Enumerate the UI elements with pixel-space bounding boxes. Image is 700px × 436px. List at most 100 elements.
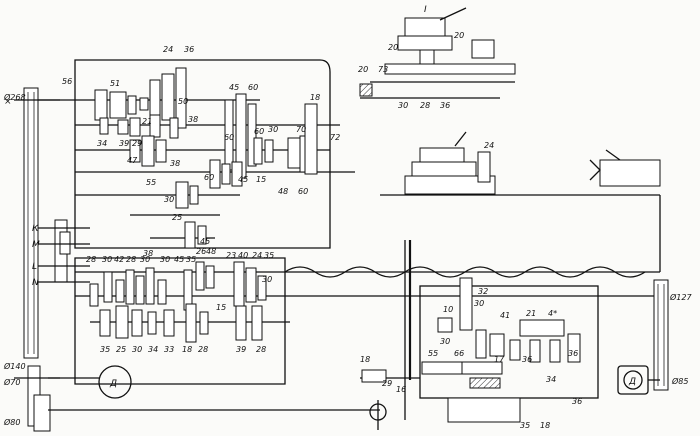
svg-text:25: 25 [172,213,182,222]
gearbox-housing [74,257,286,385]
svg-text:24: 24 [252,251,262,260]
svg-text:72: 72 [330,133,340,142]
svg-text:32: 32 [478,287,488,296]
svg-text:48: 48 [278,187,288,196]
svg-text:4*: 4* [548,309,557,318]
svg-text:56: 56 [62,77,72,86]
svg-text:20: 20 [454,31,464,40]
svg-text:17: 17 [494,355,505,364]
svg-text:45: 45 [200,237,210,246]
svg-text:47: 47 [127,156,138,165]
svg-text:Ø70: Ø70 [3,377,20,387]
svg-text:30: 30 [398,101,408,110]
svg-text:20: 20 [388,43,398,52]
svg-text:41: 41 [500,311,510,320]
svg-text:34: 34 [148,345,158,354]
svg-text:18: 18 [182,345,192,354]
svg-text:39: 39 [236,345,246,354]
svg-text:15: 15 [216,303,226,312]
svg-text:Ø268: Ø268 [3,92,26,102]
svg-text:21: 21 [142,117,152,126]
svg-text:60: 60 [298,187,308,196]
svg-text:38: 38 [170,159,180,168]
left-belt-drive: × [4,87,60,432]
svg-text:29: 29 [132,139,142,148]
svg-text:38: 38 [188,115,198,124]
svg-text:60: 60 [254,127,264,136]
svg-text:50: 50 [178,97,188,106]
svg-text:20: 20 [358,65,368,74]
main-motor: Д Ø140 Ø70 Ø80 [3,361,380,427]
svg-text:35: 35 [100,345,110,354]
svg-text:60: 60 [224,133,234,142]
gearbox-gears [89,261,267,343]
svg-text:Ø140: Ø140 [3,361,26,371]
svg-text:21: 21 [526,309,536,318]
svg-text:34: 34 [546,375,556,384]
svg-text:15: 15 [256,175,266,184]
svg-text:45: 45 [174,255,184,264]
svg-text:18: 18 [360,355,370,364]
pump-pulley [33,394,51,432]
svg-text:35: 35 [264,251,274,260]
svg-text:Ø127: Ø127 [669,292,692,302]
svg-text:24: 24 [484,141,494,150]
svg-text:30: 30 [140,255,150,264]
svg-text:30: 30 [268,125,278,134]
svg-text:Ø85: Ø85 [671,376,688,386]
svg-text:18: 18 [310,93,320,102]
svg-text:55: 55 [146,178,156,187]
svg-text:30: 30 [262,275,272,284]
tool-post-and-tailstock: 24 [380,131,661,272]
svg-text:16: 16 [396,385,406,394]
apron: 30 32 10 30 41 21 4* 55 66 17 36 34 36 3… [360,240,599,430]
svg-text:30: 30 [440,337,450,346]
svg-text:39: 39 [119,139,129,148]
headstock-gears [94,67,318,249]
svg-text:36: 36 [568,349,578,358]
svg-text:I: I [424,5,427,15]
svg-text:35: 35 [186,255,196,264]
lead-screw [284,266,646,278]
svg-text:N: N [32,278,39,288]
svg-text:51: 51 [110,79,120,88]
carriage-top: I 20 20 20 73 30 28 36 [358,5,516,110]
svg-text:35: 35 [520,421,530,430]
svg-text:33: 33 [164,345,174,354]
svg-text:48: 48 [206,247,216,256]
svg-text:30: 30 [164,195,174,204]
svg-text:L: L [32,262,37,272]
svg-text:60: 60 [204,173,214,182]
gearbox-labels: 28 30 42 28 30 38 30 45 35 26 48 23 40 2… [86,247,274,354]
svg-text:36: 36 [184,45,194,54]
selector-block: К М L N [32,219,90,288]
svg-text:38: 38 [143,249,153,258]
svg-text:26: 26 [196,247,206,256]
svg-text:55: 55 [428,349,438,358]
right-belt-drive: Ø127 Ø85 Д [617,279,692,395]
svg-text:28: 28 [198,345,208,354]
svg-text:40: 40 [238,251,248,260]
svg-text:×: × [4,97,12,107]
headstock-housing [74,59,331,249]
svg-text:18: 18 [540,421,550,430]
svg-text:23: 23 [226,251,236,260]
svg-text:28: 28 [420,101,430,110]
svg-text:30: 30 [102,255,112,264]
svg-text:28: 28 [86,255,96,264]
svg-text:К: К [32,224,39,234]
svg-text:Д: Д [109,379,117,389]
svg-text:10: 10 [443,305,453,314]
svg-text:66: 66 [454,349,464,358]
svg-text:34: 34 [97,139,107,148]
svg-text:45: 45 [238,175,248,184]
svg-text:45: 45 [229,83,239,92]
svg-text:25: 25 [116,345,126,354]
svg-text:36: 36 [572,397,582,406]
svg-text:Ø80: Ø80 [3,417,20,427]
svg-text:24: 24 [163,45,173,54]
svg-text:73: 73 [378,65,388,74]
headstock-labels: 56 51 24 36 50 34 39 29 21 38 47 38 55 4… [3,45,340,246]
